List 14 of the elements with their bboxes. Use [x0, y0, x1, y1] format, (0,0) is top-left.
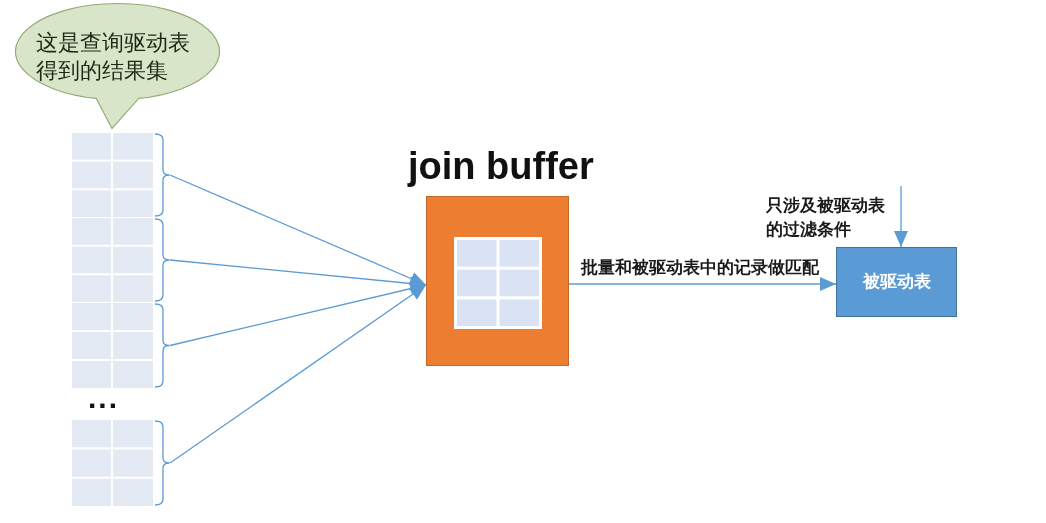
ellipsis-text: ...: [88, 383, 119, 413]
arrow: [169, 281, 427, 347]
box-heading: join buffer: [408, 147, 594, 185]
bracketed-rows-drawing: [70, 303, 170, 388]
arrow: [568, 277, 837, 291]
bracketed-rows-drawing: [70, 133, 170, 217]
arrow: [169, 174, 427, 286]
arrow: [169, 284, 427, 464]
bracketed-rows-drawing: [70, 218, 170, 302]
bracketed-rows-drawing: [70, 420, 170, 506]
grid-drawing: [454, 237, 542, 329]
bubble-text: 这是查询驱动表得到的结果集: [36, 29, 191, 85]
arrow: [894, 185, 908, 248]
table-box: 被驱动表: [836, 247, 957, 317]
